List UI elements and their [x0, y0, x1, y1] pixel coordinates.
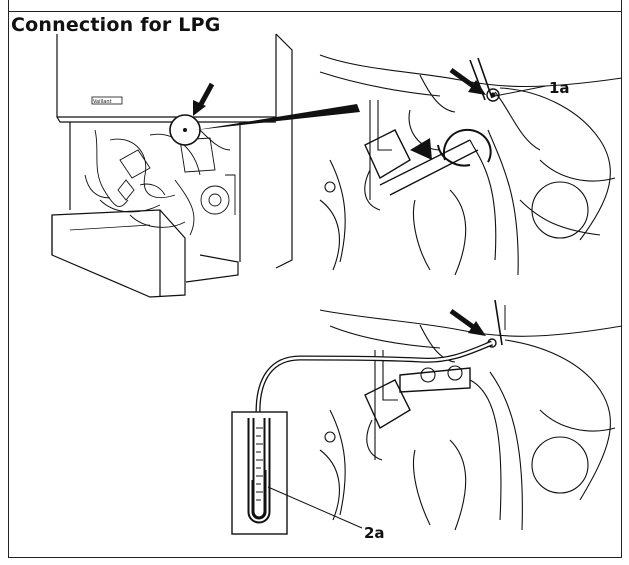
leader-2a [267, 486, 363, 529]
pointer-arrow-icon [193, 82, 215, 116]
leader-1a [494, 85, 547, 97]
header-rule [8, 11, 622, 12]
detail-1a [319, 54, 622, 276]
pointer-arrow-icon [449, 67, 486, 95]
pointer-arrow-icon [449, 308, 486, 336]
diagram-frame [8, 0, 622, 558]
rotate-arrow-icon [410, 138, 432, 160]
magnifier [169, 104, 360, 146]
diagram-title: Connection for LPG [11, 14, 221, 36]
callout-2a: 2a [364, 524, 385, 542]
boiler-overview [51, 33, 293, 298]
u-tube-manometer-icon [231, 411, 288, 535]
boiler-badge: Vaillant [93, 99, 111, 105]
detail-2a [319, 299, 622, 531]
callout-1a: 1a [549, 79, 570, 97]
